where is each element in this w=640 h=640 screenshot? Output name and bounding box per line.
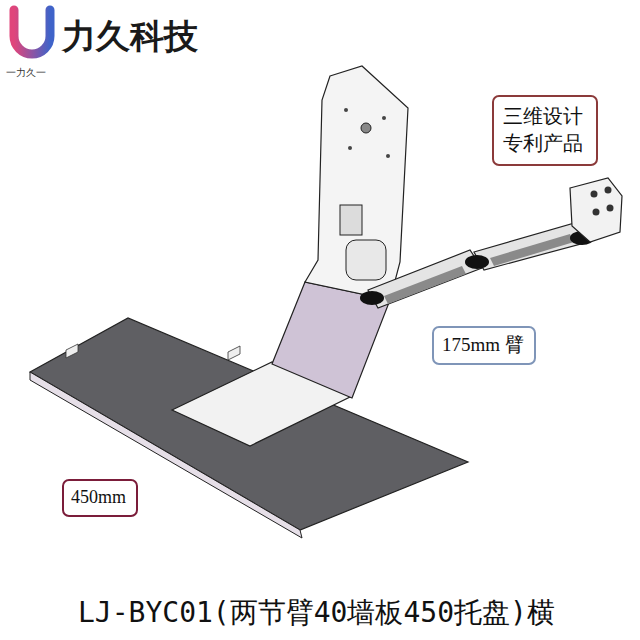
plate-hole xyxy=(348,146,352,150)
logo-hands xyxy=(22,35,42,40)
plate-hole xyxy=(344,108,348,112)
arm-segment xyxy=(368,250,482,308)
box-text: 450mm xyxy=(71,485,129,509)
tray-length-box: 450mm xyxy=(62,479,138,517)
arm-groove xyxy=(490,234,574,266)
plate-hole xyxy=(386,154,390,158)
tray-stop xyxy=(66,344,78,358)
keyboard-tray xyxy=(30,318,468,530)
logo-mark xyxy=(14,10,50,54)
brand-subtitle: 一力久一 xyxy=(6,66,46,80)
bracket-screw xyxy=(591,191,598,198)
brand-name: 力久科技 xyxy=(62,14,198,60)
bracket-screw xyxy=(605,187,612,194)
wall-plate xyxy=(305,66,408,300)
product-caption: LJ-BYC01(两节臂40墙板450托盘)横 xyxy=(78,594,555,632)
box-text: 三维设计 专利产品 xyxy=(503,103,585,157)
patent-badge: 三维设计 专利产品 xyxy=(492,95,598,166)
plate-hole xyxy=(382,116,386,120)
arm-joint xyxy=(360,291,384,305)
plate-slot xyxy=(340,205,362,235)
arm-segment xyxy=(474,222,588,270)
arm-length-box: 175mm 臂 xyxy=(432,326,536,365)
bent-plate xyxy=(272,282,390,398)
pivot-housing xyxy=(346,240,386,280)
plate-hole xyxy=(361,123,371,133)
wall-bracket xyxy=(570,178,622,242)
bracket-screw xyxy=(607,205,614,212)
bracket-screw xyxy=(593,209,600,216)
arm-joint xyxy=(465,255,489,269)
box-text: 175mm 臂 xyxy=(442,332,526,358)
tray-stop xyxy=(228,346,240,360)
arm-groove xyxy=(384,266,466,304)
